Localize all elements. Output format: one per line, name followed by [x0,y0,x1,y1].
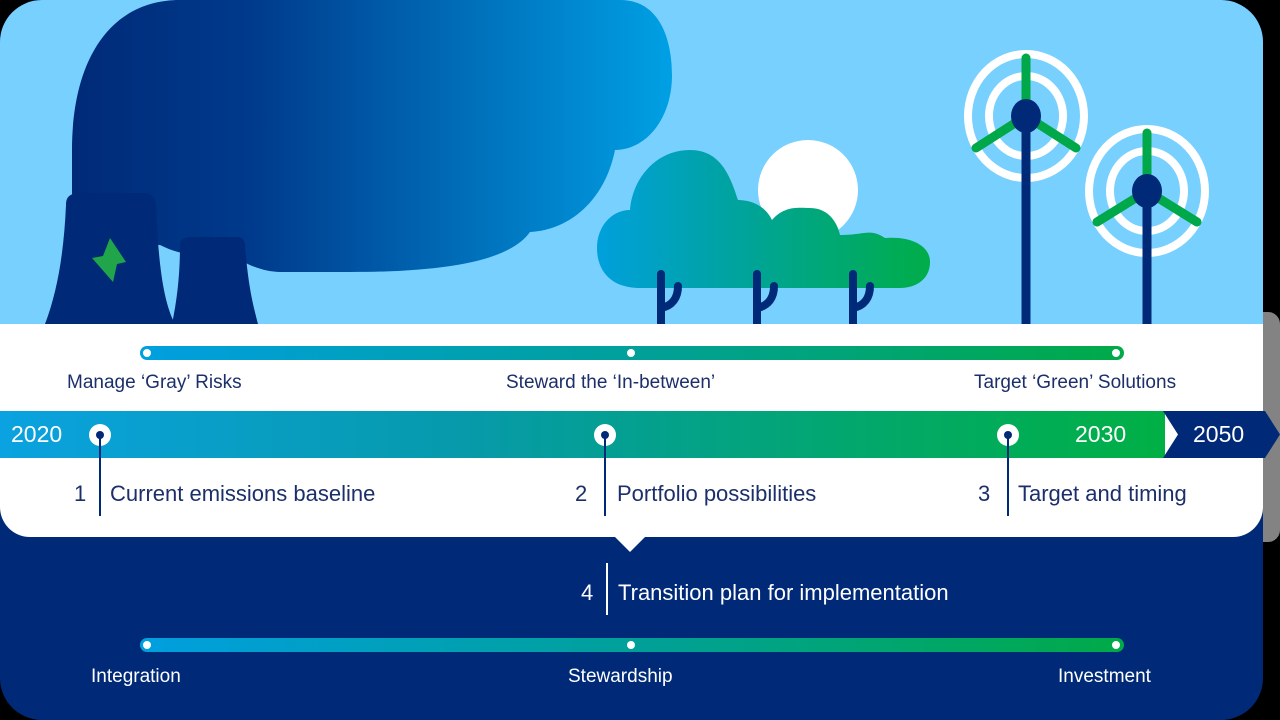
timeline-bar [0,411,1165,458]
timeline-2050-segment [1163,411,1280,458]
step-number-3: 3 [978,481,991,506]
cooling-towers [45,193,258,324]
label-integration: Integration [91,666,181,687]
timeline-marker-1 [89,424,111,446]
panel-pointer [614,536,646,552]
label-gray-risks: Manage ‘Gray’ Risks [67,372,242,393]
label-green-solutions: Target ‘Green’ Solutions [974,372,1177,393]
spectrum-dot-investment [1112,641,1120,649]
stem-3 [1007,436,1009,516]
tree-trunks [657,270,874,324]
step-label-2: Portfolio possibilities [617,481,817,506]
wind-turbine-2 [1085,125,1209,324]
spectrum-dot-between [627,349,635,357]
stem-4 [606,563,608,615]
step-number-4: 4 [581,580,594,605]
timeline-marker-2 [594,424,616,446]
step-label-4: Transition plan for implementation [618,580,949,605]
wind-turbine-1 [964,50,1088,324]
step-number-1: 1 [74,481,87,506]
stem-2 [604,436,606,516]
label-in-between: Steward the ‘In-between’ [506,372,716,393]
spectrum-dot-gray [143,349,151,357]
spectrum-dot-integration [143,641,151,649]
spectrum-bar-bottom [140,638,1124,652]
label-stewardship: Stewardship [568,666,673,687]
stem-1 [99,436,101,516]
smoke-cloud [72,0,672,272]
year-2020: 2020 [11,421,63,447]
year-2030: 2030 [1075,421,1127,447]
spectrum-bar-top [140,346,1124,360]
spectrum-dot-stewardship [627,641,635,649]
lightning-bolt-icon [92,238,126,282]
year-2050: 2050 [1193,421,1245,447]
illustration-scene [45,0,1209,324]
timeline-marker-3 [997,424,1019,446]
spectrum-dot-green [1112,349,1120,357]
tree-canopy [597,150,930,288]
label-investment: Investment [1058,666,1151,687]
step-number-2: 2 [575,481,588,506]
step-label-1: Current emissions baseline [110,481,376,506]
step-label-3: Target and timing [1018,481,1187,506]
